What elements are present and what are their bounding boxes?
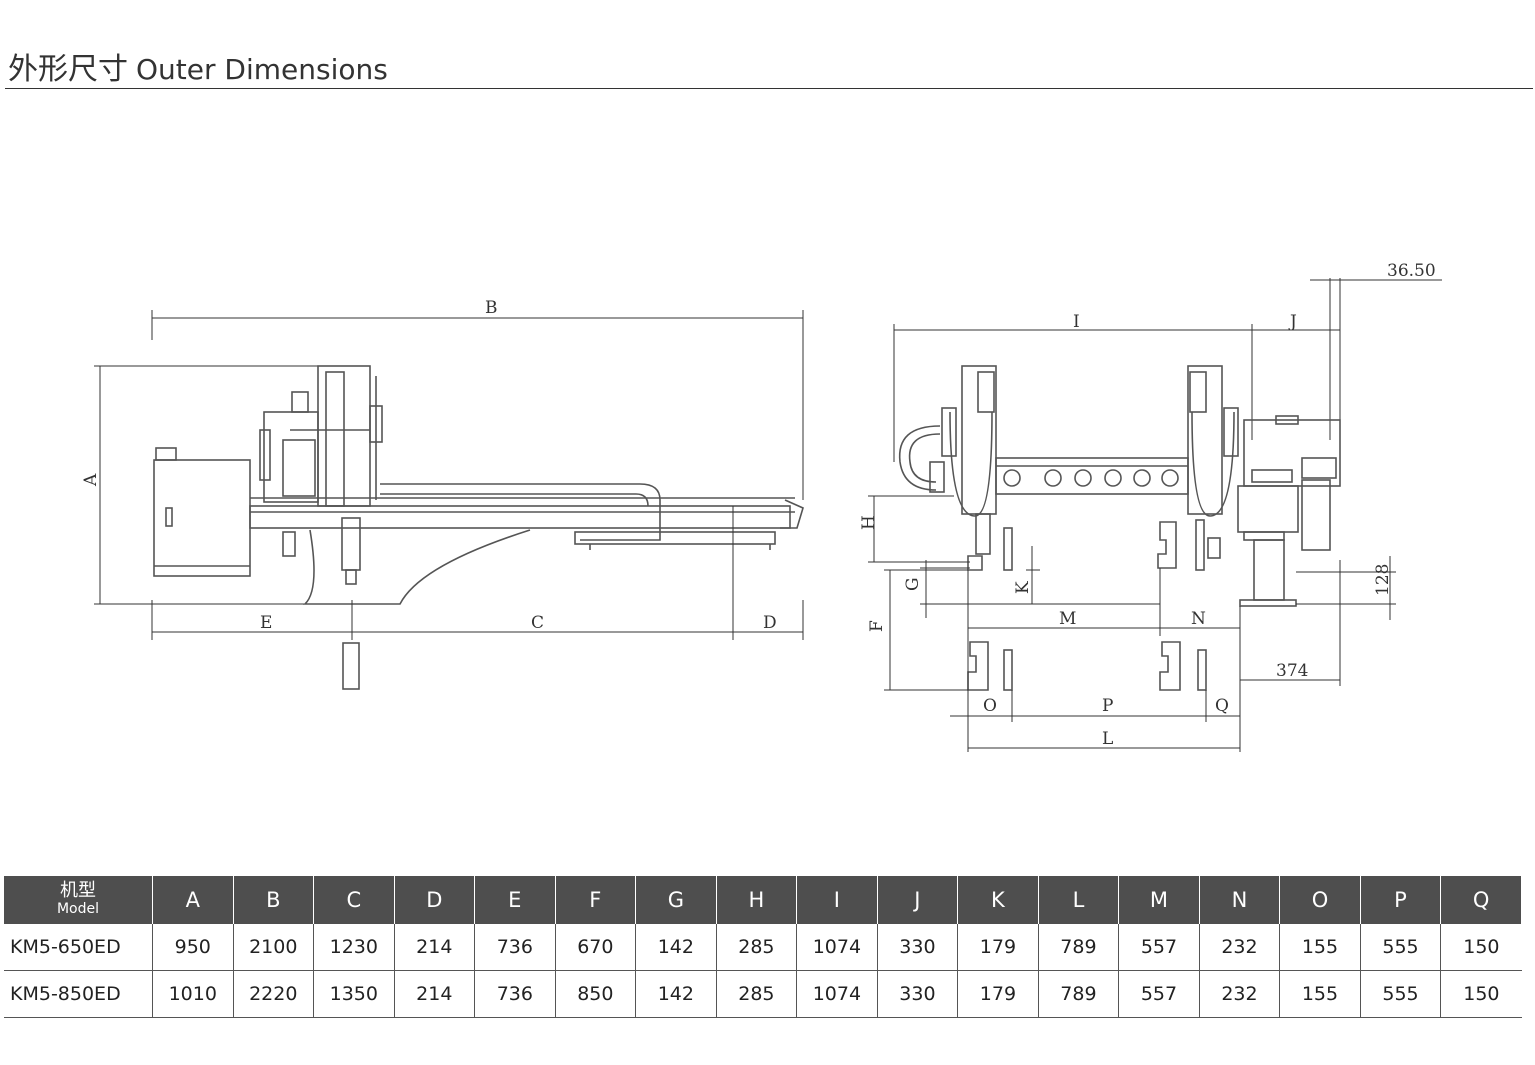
dim-label-b: B <box>485 298 498 318</box>
value-cell: 736 <box>474 924 556 971</box>
model-column-header: 机型 Model <box>4 876 153 924</box>
dim-label-a: A <box>81 473 101 487</box>
column-header: C <box>313 876 395 924</box>
model-header-en: Model <box>56 901 100 917</box>
column-header: M <box>1118 876 1200 924</box>
dim-value-128: 128 <box>1373 564 1393 596</box>
value-cell: 950 <box>152 924 234 971</box>
column-header: F <box>555 876 637 924</box>
column-header: J <box>877 876 959 924</box>
value-cell: 179 <box>957 970 1039 1018</box>
value-cell: 555 <box>1360 970 1442 1018</box>
column-header: L <box>1038 876 1120 924</box>
column-header: D <box>394 876 476 924</box>
dim-label-c: C <box>531 613 544 633</box>
value-cell: 670 <box>555 924 637 971</box>
page-title-en: Outer Dimensions <box>136 53 388 86</box>
value-cell: 1074 <box>796 970 878 1018</box>
column-header: P <box>1360 876 1442 924</box>
value-cell: 179 <box>957 924 1039 971</box>
value-cell: 557 <box>1118 970 1200 1018</box>
value-cell: 1074 <box>796 924 878 971</box>
value-cell: 232 <box>1199 924 1281 971</box>
title-divider <box>5 88 1533 89</box>
value-cell: 150 <box>1440 970 1522 1018</box>
column-header: E <box>474 876 556 924</box>
side-view: B A <box>81 298 804 690</box>
value-cell: 557 <box>1118 924 1200 971</box>
dim-label-i: I <box>1073 312 1080 332</box>
table-header-row: 机型 Model A B C D E F G H I J K L M N O P… <box>4 876 1522 924</box>
value-cell: 736 <box>474 970 556 1018</box>
dim-label-j: J <box>1288 312 1297 332</box>
value-cell: 789 <box>1038 970 1120 1018</box>
dim-label-g: G <box>903 577 923 591</box>
value-cell: 142 <box>635 924 717 971</box>
dim-label-n: N <box>1191 609 1206 629</box>
column-header: N <box>1199 876 1281 924</box>
dim-value-374: 374 <box>1276 661 1308 681</box>
value-cell: 214 <box>394 970 476 1018</box>
value-cell: 850 <box>555 970 637 1018</box>
value-cell: 232 <box>1199 970 1281 1018</box>
column-header: K <box>957 876 1039 924</box>
value-cell: 555 <box>1360 924 1442 971</box>
dim-label-o-text: O <box>983 696 997 716</box>
value-cell: 142 <box>635 970 717 1018</box>
dim-label-l: L <box>1102 729 1113 749</box>
table-row: KM5-650ED 950 2100 1230 214 736 670 142 … <box>4 924 1522 971</box>
dim-label-m: M <box>1059 609 1076 629</box>
dim-label-q: Q <box>1215 696 1229 716</box>
model-cell: KM5-650ED <box>4 924 153 971</box>
table-row: KM5-850ED 1010 2220 1350 214 736 850 142… <box>4 970 1522 1018</box>
value-cell: 1010 <box>152 970 234 1018</box>
page-title-cn: 外形尺寸 <box>8 52 128 87</box>
dimension-drawing: B A <box>81 261 1442 752</box>
value-cell: 214 <box>394 924 476 971</box>
value-cell: 150 <box>1440 924 1522 971</box>
value-cell: 330 <box>877 970 959 1018</box>
value-cell: 155 <box>1279 924 1361 971</box>
front-view: I J 36.50 <box>859 261 1442 752</box>
dim-label-k: K <box>1013 581 1033 594</box>
dimensions-table: 机型 Model A B C D E F G H I J K L M N O P… <box>4 876 1522 1018</box>
column-header: H <box>716 876 798 924</box>
value-cell: 330 <box>877 924 959 971</box>
dim-label-f: F <box>867 620 887 632</box>
dim-label-p: P <box>1102 696 1113 716</box>
model-header-cn: 机型 <box>60 880 96 901</box>
value-cell: 285 <box>716 924 798 971</box>
value-cell: 1350 <box>313 970 395 1018</box>
column-header: B <box>233 876 315 924</box>
dim-label-d: D <box>763 613 777 633</box>
value-cell: 2100 <box>233 924 315 971</box>
column-header: G <box>635 876 717 924</box>
value-cell: 155 <box>1279 970 1361 1018</box>
column-header: Q <box>1440 876 1522 924</box>
value-cell: 1230 <box>313 924 395 971</box>
dim-value-36-50: 36.50 <box>1387 261 1436 281</box>
value-cell: 285 <box>716 970 798 1018</box>
value-cell: 2220 <box>233 970 315 1018</box>
column-header: A <box>152 876 234 924</box>
value-cell: 789 <box>1038 924 1120 971</box>
model-cell: KM5-850ED <box>4 970 153 1018</box>
column-header: I <box>796 876 878 924</box>
dim-label-h: H <box>859 515 879 530</box>
dim-label-e: E <box>260 613 272 633</box>
column-header: O <box>1279 876 1361 924</box>
